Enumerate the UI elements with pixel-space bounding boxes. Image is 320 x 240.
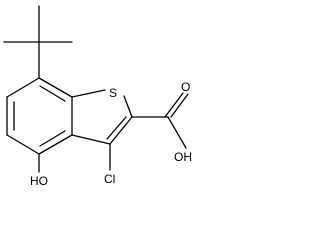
bond-c2-c3	[109, 116, 133, 145]
bond-c7-c6	[6, 77, 40, 98]
benzothiophene-structure-diagram: S O OH Cl HO	[3, 5, 192, 188]
bond-carboxyl-c-o-double-b	[170, 93, 189, 118]
bond-carboxyl-c-o-single	[167, 116, 187, 149]
bond-c3-c3a	[71, 134, 111, 145]
thiophene-ring	[71, 89, 133, 145]
benzene-ring	[6, 77, 73, 155]
bond-c7a-c7	[38, 77, 73, 98]
carbonyl-oxygen-label: O	[181, 80, 190, 94]
carboxylic-acid-group	[131, 92, 189, 149]
chlorine-atom-label: Cl	[104, 172, 115, 186]
phenol-hydroxyl-label: HO	[30, 174, 48, 188]
tert-butyl-group	[3, 5, 73, 79]
acid-hydroxyl-label: OH	[174, 150, 192, 164]
bond-c5-c4	[6, 134, 40, 155]
double-bond-c7a-c7-inner	[39, 85, 66, 102]
bond-s1-c2	[123, 95, 133, 118]
bond-carboxyl-c-o-double-a	[164, 92, 184, 118]
bond-c7a-s1	[71, 89, 106, 98]
bond-c4-c3a	[38, 134, 73, 155]
sulfur-atom-label: S	[109, 86, 117, 100]
double-bond-c4-c3a-inner	[39, 130, 66, 147]
double-bond-c2-c3-inner	[106, 116, 127, 140]
